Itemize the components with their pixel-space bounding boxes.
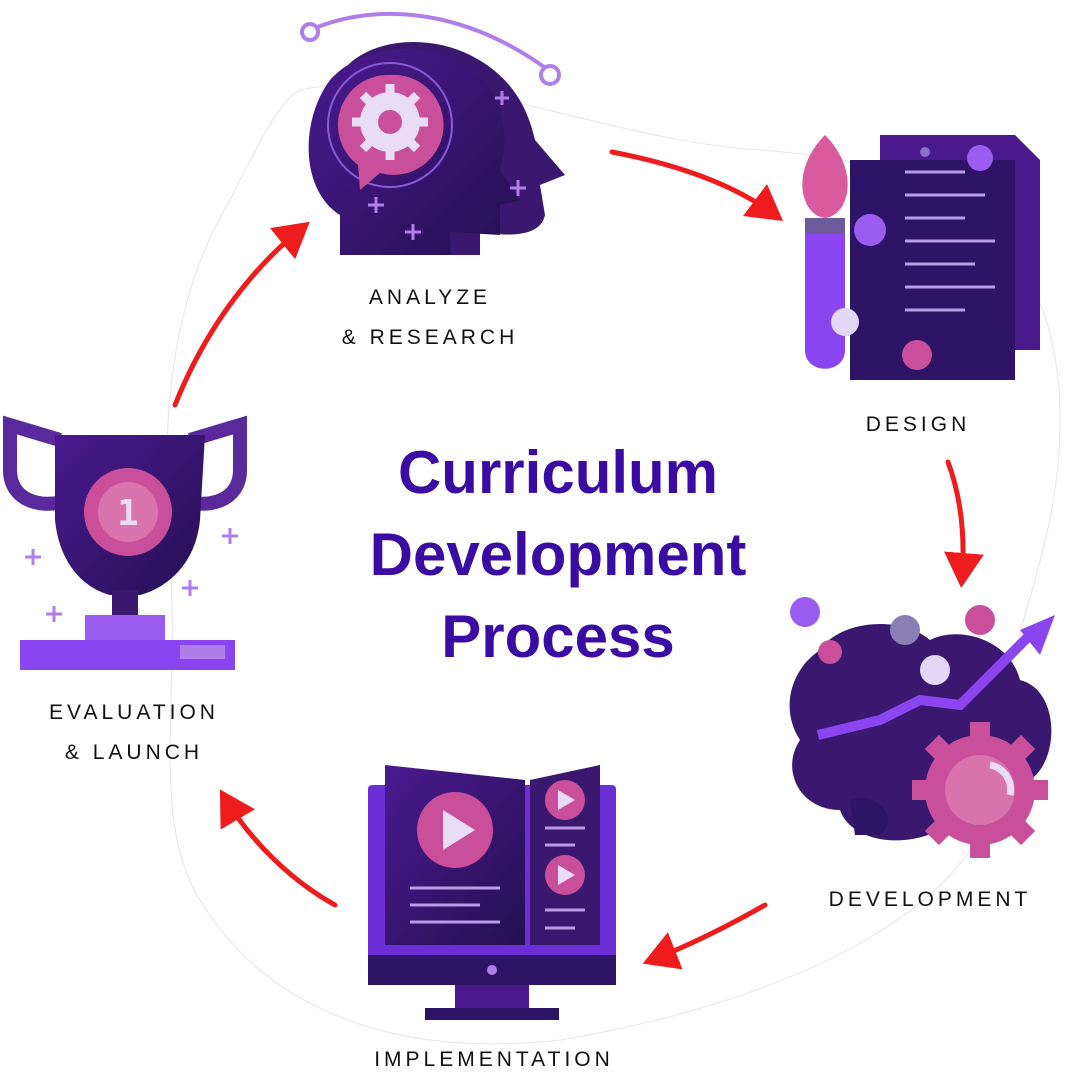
arrow-development-to-implementation xyxy=(642,902,768,970)
arrow-analyze-to-design xyxy=(609,149,784,221)
paintbrush-document-icon xyxy=(802,135,1040,380)
arrow-design-to-development xyxy=(944,459,984,588)
step-label-development: DEVELOPMENT xyxy=(829,880,1032,920)
step-label-line: ANALYZE xyxy=(368,286,492,309)
step-label-line: EVALUATION xyxy=(49,701,219,724)
step-label-implementation: IMPLEMENTATION xyxy=(374,1040,614,1074)
step-label-line: IMPLEMENTATION xyxy=(374,1048,614,1071)
step-label-line: DESIGN xyxy=(865,413,971,436)
arrow-evaluation-to-analyze xyxy=(172,221,310,408)
step-label-design: DESIGN xyxy=(866,405,971,445)
step-label-analyze-research: ANALYZE & RESEARCH xyxy=(342,278,519,358)
diagram-title: Curriculum Development Process xyxy=(370,432,747,678)
brain-gear-growth-icon xyxy=(789,597,1055,858)
title-line-3: Process xyxy=(441,603,675,670)
svg-text:1: 1 xyxy=(117,493,139,534)
trophy-icon: 1 xyxy=(3,415,247,670)
step-label-line: DEVELOPMENT xyxy=(828,888,1032,911)
medal-badge: 1 xyxy=(84,468,172,556)
title-line-2: Development xyxy=(369,521,747,588)
monitor-video-book-icon xyxy=(368,765,616,1020)
step-label-line: & RESEARCH xyxy=(341,326,519,349)
step-label-line: & LAUNCH xyxy=(64,741,204,764)
head-gear-icon xyxy=(300,11,565,256)
cycle-arrows xyxy=(172,149,984,970)
arrow-implementation-to-evaluation xyxy=(219,789,338,908)
step-label-evaluation-launch: EVALUATION & LAUNCH xyxy=(49,693,219,773)
title-line-1: Curriculum xyxy=(397,439,719,506)
